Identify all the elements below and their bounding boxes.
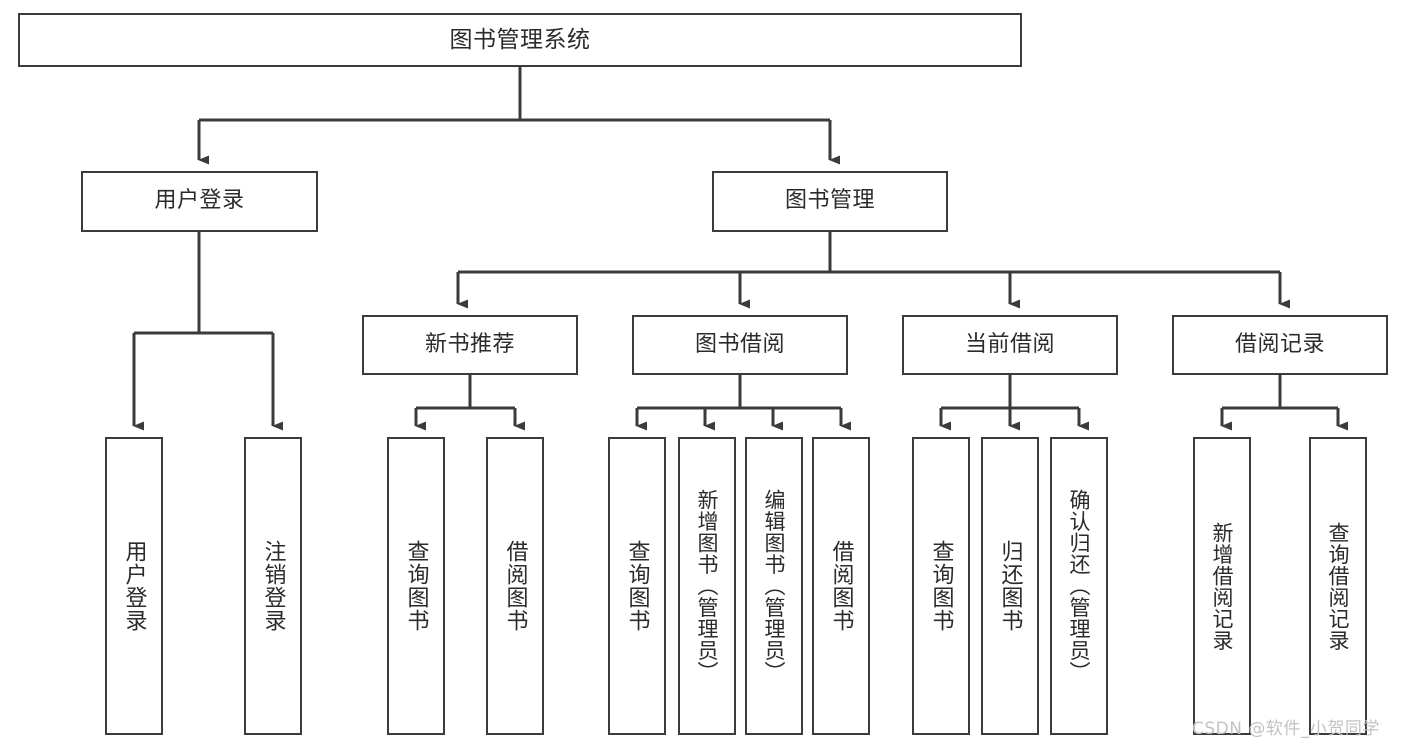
leaf-borrow-book[interactable]: 借阅图书 <box>812 437 870 735</box>
node-label: 查询图书 <box>928 540 954 632</box>
node-label: 用户登录 <box>154 188 245 214</box>
node-label: 图书管理 <box>784 188 875 214</box>
connector-userlogin-to-leaves <box>132 232 283 431</box>
node-new-book-recommend[interactable]: 新书推荐 <box>362 315 578 375</box>
node-book-borrow[interactable]: 图书借阅 <box>632 315 848 375</box>
node-label: 编辑图书（管理员） <box>762 489 787 683</box>
node-label: 图书借阅 <box>694 331 785 357</box>
connector-root-to-level2 <box>197 67 840 165</box>
node-label: 图书管理系统 <box>449 26 591 53</box>
leaf-logout[interactable]: 注销登录 <box>244 437 302 735</box>
node-label: 注销登录 <box>260 540 286 632</box>
node-label: 当前借阅 <box>964 331 1055 357</box>
node-label: 借阅图书 <box>502 540 528 632</box>
node-label: 归还图书 <box>997 540 1023 632</box>
leaf-return-book[interactable]: 归还图书 <box>981 437 1039 735</box>
leaf-add-borrow-record[interactable]: 新增借阅记录 <box>1193 437 1251 735</box>
connector-bookmgmt-to-level3 <box>456 232 1290 309</box>
leaf-confirm-return-admin[interactable]: 确认归还（管理员） <box>1050 437 1108 735</box>
leaf-query-book-newbook[interactable]: 查询图书 <box>387 437 445 735</box>
node-label: 确认归还（管理员） <box>1067 489 1092 683</box>
node-root-system[interactable]: 图书管理系统 <box>18 13 1022 67</box>
leaf-add-book-admin[interactable]: 新增图书（管理员） <box>678 437 736 735</box>
node-label: 借阅记录 <box>1234 331 1325 357</box>
connector-bookborrow-to-leaves <box>635 375 851 431</box>
node-label: 新增借阅记录 <box>1210 521 1235 651</box>
node-borrow-record[interactable]: 借阅记录 <box>1172 315 1388 375</box>
csdn-watermark: CSDN @软件_小贺同学 <box>1192 719 1380 739</box>
leaf-query-book-borrow[interactable]: 查询图书 <box>608 437 666 735</box>
leaf-query-borrow-record[interactable]: 查询借阅记录 <box>1309 437 1367 735</box>
node-label: 借阅图书 <box>828 540 854 632</box>
leaf-user-login[interactable]: 用户登录 <box>105 437 163 735</box>
connector-borrowrecord-to-leaves <box>1220 375 1348 431</box>
leaf-query-book-current[interactable]: 查询图书 <box>912 437 970 735</box>
node-label: 查询图书 <box>403 540 429 632</box>
connector-currentborrow-to-leaves <box>939 375 1089 431</box>
leaf-borrow-book-newbook[interactable]: 借阅图书 <box>486 437 544 735</box>
node-label: 用户登录 <box>121 540 147 632</box>
node-current-borrow[interactable]: 当前借阅 <box>902 315 1118 375</box>
node-label: 查询借阅记录 <box>1326 521 1351 651</box>
node-user-login[interactable]: 用户登录 <box>81 171 318 232</box>
node-label: 新增图书（管理员） <box>695 489 720 683</box>
leaf-edit-book-admin[interactable]: 编辑图书（管理员） <box>745 437 803 735</box>
node-book-management[interactable]: 图书管理 <box>712 171 948 232</box>
connector-newbook-to-leaves <box>414 375 525 431</box>
node-label: 查询图书 <box>624 540 650 632</box>
node-label: 新书推荐 <box>424 331 515 357</box>
